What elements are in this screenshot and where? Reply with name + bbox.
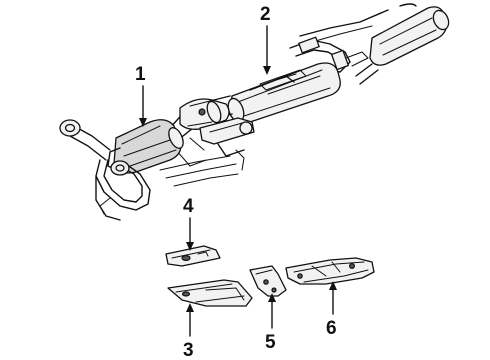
intermediate-pipe [289, 36, 369, 73]
converter-outlet-flange [175, 117, 255, 167]
upper-heat-shield [165, 245, 221, 267]
heat-shields [165, 245, 375, 307]
callout-label-4: 4 [183, 196, 194, 217]
muffler [227, 62, 341, 124]
callout-label-3: 3 [183, 340, 194, 360]
callout-label-6: 6 [326, 318, 337, 339]
callout-label-2: 2 [260, 4, 271, 25]
callout-label-1: 1 [135, 64, 146, 85]
arrowhead-3 [186, 303, 194, 312]
callout-6: 6 [326, 281, 337, 339]
callout-label-5: 5 [265, 332, 276, 353]
arrowhead-1 [139, 118, 147, 127]
manifold-area [159, 149, 245, 187]
arrowhead-6 [329, 281, 337, 290]
callout-2: 2 [260, 4, 271, 75]
exhaust-system-drawing [59, 3, 450, 221]
catalytic-converter [107, 119, 184, 174]
lower-heat-shield [167, 279, 253, 307]
arrowhead-2 [263, 66, 271, 75]
arrowhead-4 [186, 242, 194, 251]
callout-1: 1 [135, 64, 147, 127]
connector-pipe [169, 95, 233, 141]
callout-3: 3 [183, 303, 194, 360]
callout-5: 5 [265, 293, 276, 353]
rear-heat-shield [285, 257, 375, 285]
front-y-pipe [59, 119, 151, 221]
small-heat-shield [249, 265, 287, 297]
callout-4: 4 [183, 196, 194, 251]
arrowhead-5 [268, 293, 276, 302]
